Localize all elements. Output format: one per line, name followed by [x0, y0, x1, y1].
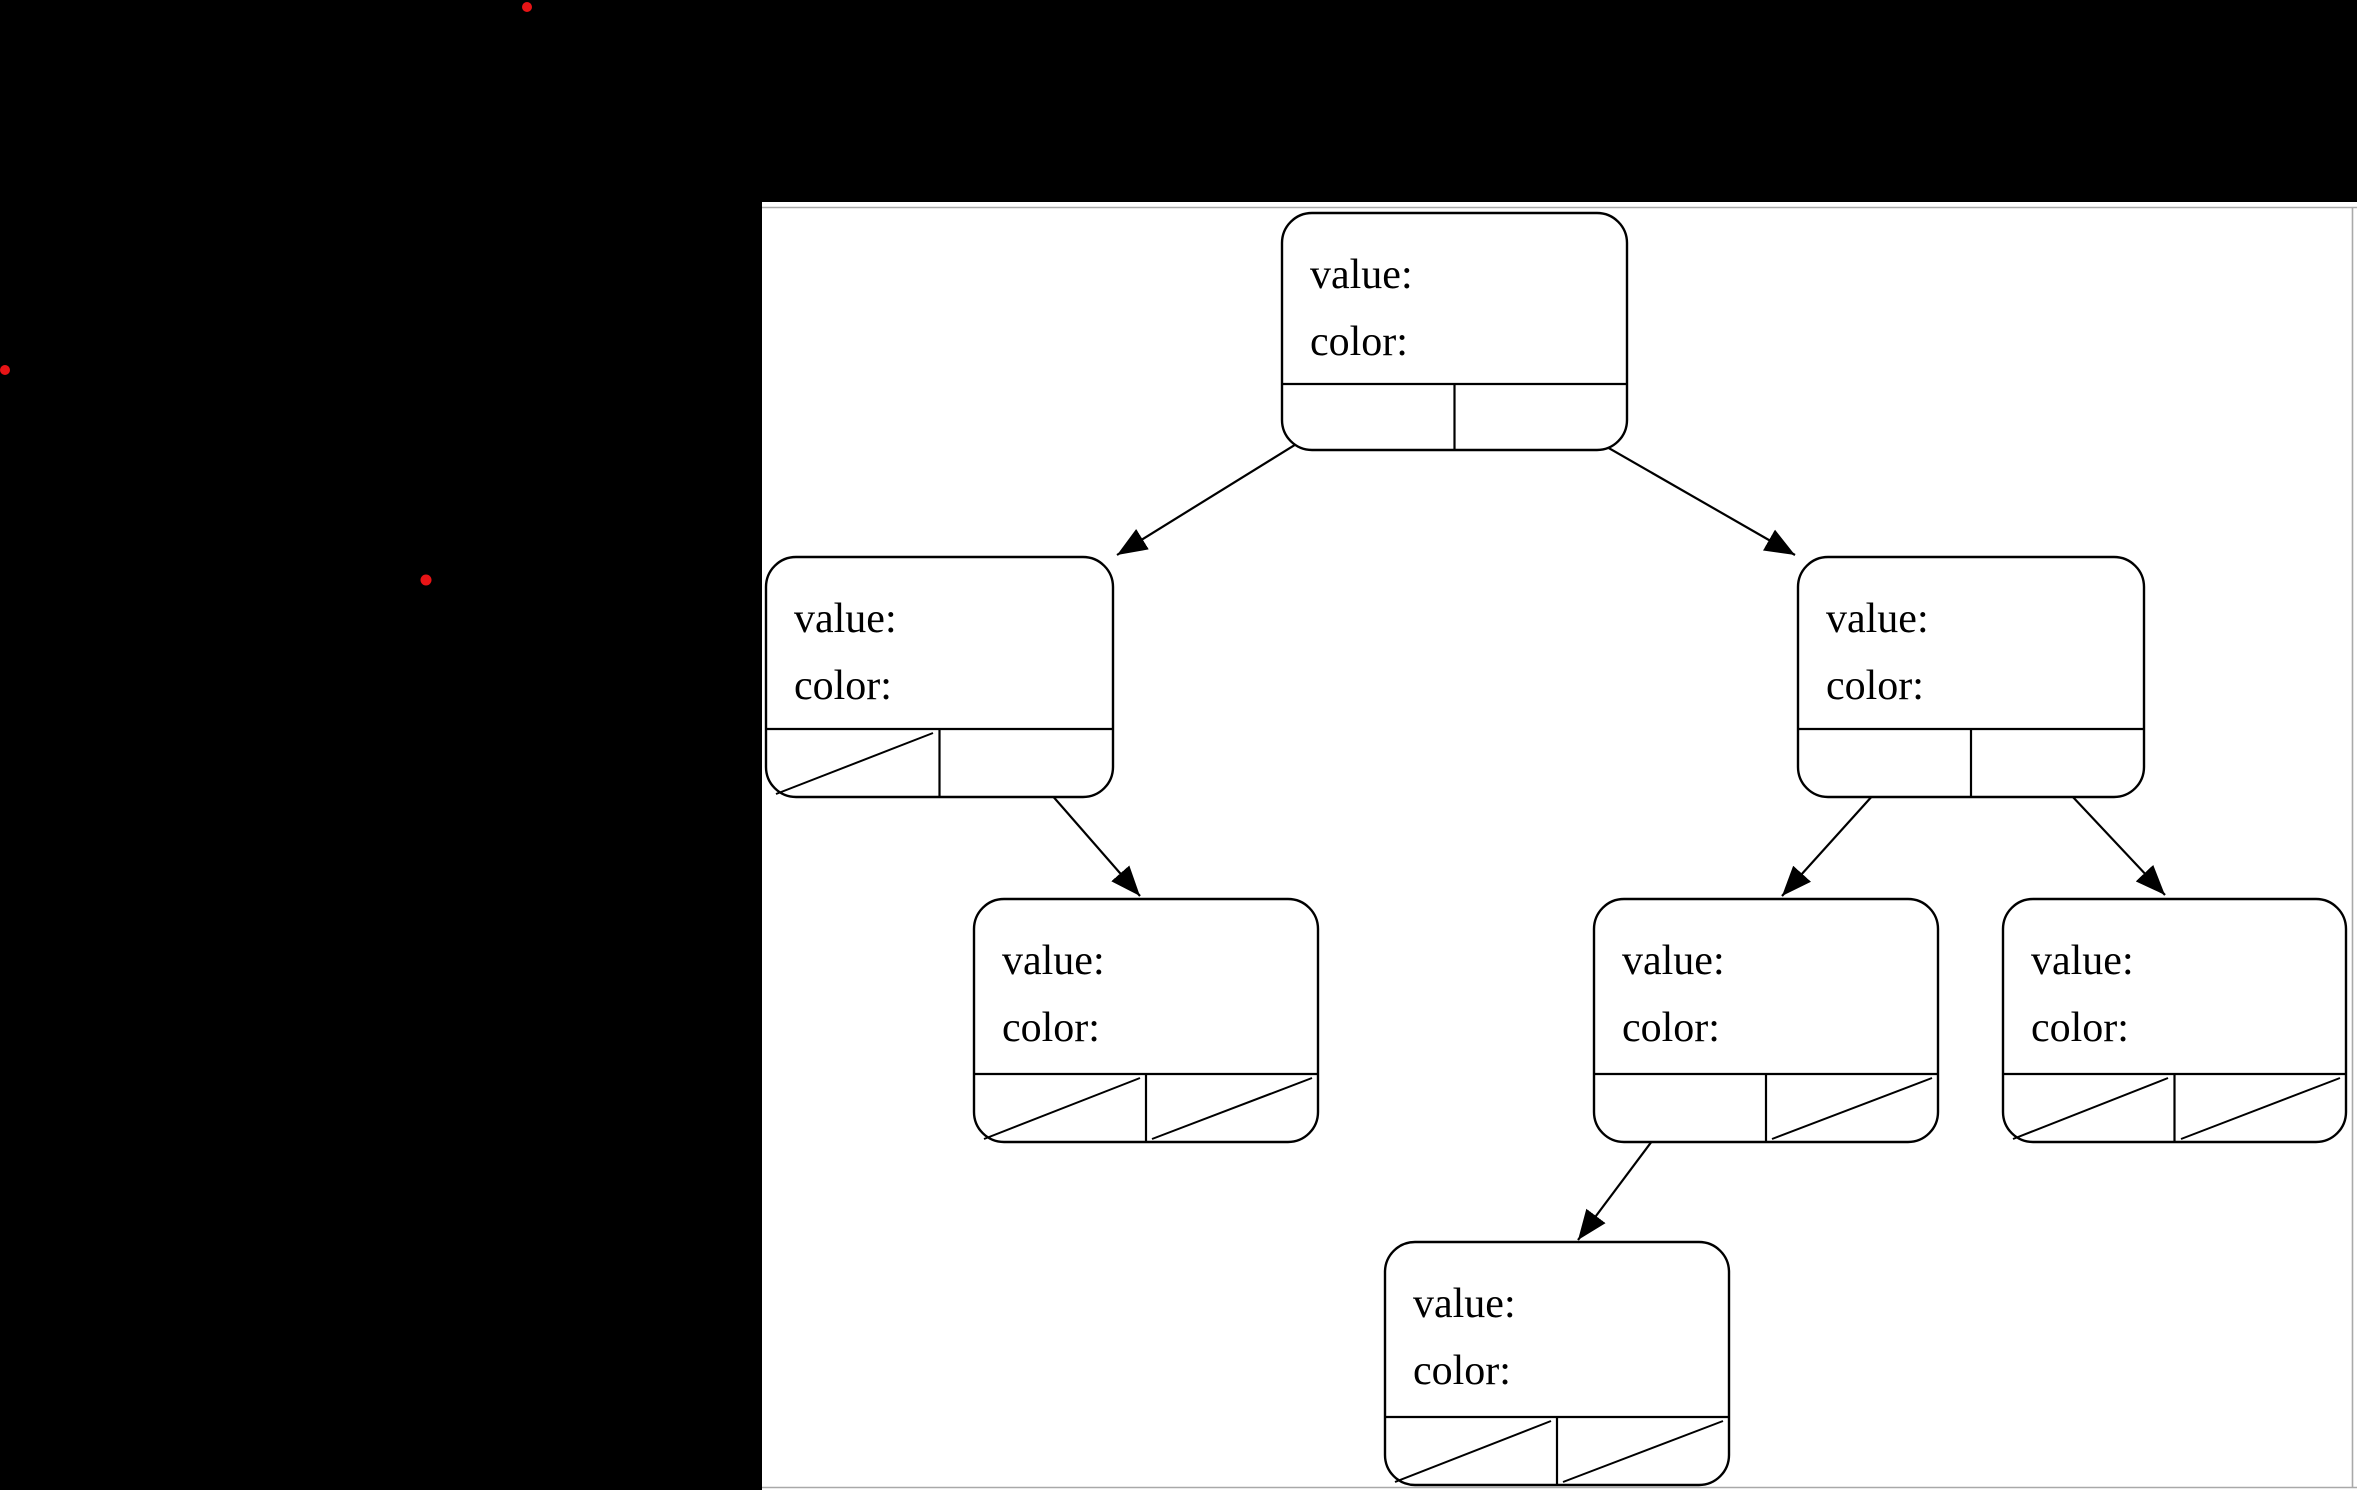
- value-label: value:: [1310, 252, 1413, 298]
- node-box: [2001, 897, 2348, 1144]
- color-label: color:: [2031, 1005, 2129, 1051]
- tree-node-great-grandchild: value: color:: [1383, 1240, 1731, 1487]
- value-label: value:: [1622, 938, 1725, 984]
- tree-node-right-right-grandchild: value: color:: [2001, 897, 2348, 1144]
- node-box: [972, 897, 1320, 1144]
- value-label: value:: [1002, 938, 1105, 984]
- node-box: [1280, 211, 1629, 452]
- null-pointer-slash-left: [1394, 1420, 1552, 1483]
- node-box: [1592, 897, 1940, 1144]
- value-label: value:: [794, 596, 897, 642]
- red-dot-marker: [0, 365, 10, 375]
- node-box: [1383, 1240, 1731, 1487]
- null-pointer-slash-right: [1771, 1077, 1933, 1140]
- null-pointer-slash-right: [1562, 1420, 1724, 1483]
- node-box: [764, 555, 1115, 799]
- color-label: color:: [1310, 319, 1408, 365]
- tree-node-left-right-grandchild: value: color:: [972, 897, 1320, 1144]
- red-dot-marker: [522, 2, 532, 12]
- null-pointer-slash-left: [775, 732, 934, 795]
- value-label: value:: [1826, 596, 1929, 642]
- null-pointer-slash-right: [2180, 1077, 2341, 1140]
- red-dot-marker: [420, 574, 432, 586]
- tree-node-right-left-grandchild: value: color:: [1592, 897, 1940, 1144]
- tree-node-right-child: value: color:: [1796, 555, 2146, 799]
- node-box: [1796, 555, 2146, 799]
- color-label: color:: [1002, 1005, 1100, 1051]
- null-pointer-slash-right: [1151, 1077, 1313, 1140]
- color-label: color:: [1826, 663, 1924, 709]
- value-label: value:: [1413, 1281, 1516, 1327]
- color-label: color:: [1413, 1348, 1511, 1394]
- null-pointer-slash-left: [983, 1077, 1141, 1140]
- tree-node-left-child: value: color:: [764, 555, 1115, 799]
- value-label: value:: [2031, 938, 2134, 984]
- color-label: color:: [794, 663, 892, 709]
- null-pointer-slash-left: [2012, 1077, 2169, 1140]
- tree-node-root: value: color:: [1280, 211, 1629, 452]
- color-label: color:: [1622, 1005, 1720, 1051]
